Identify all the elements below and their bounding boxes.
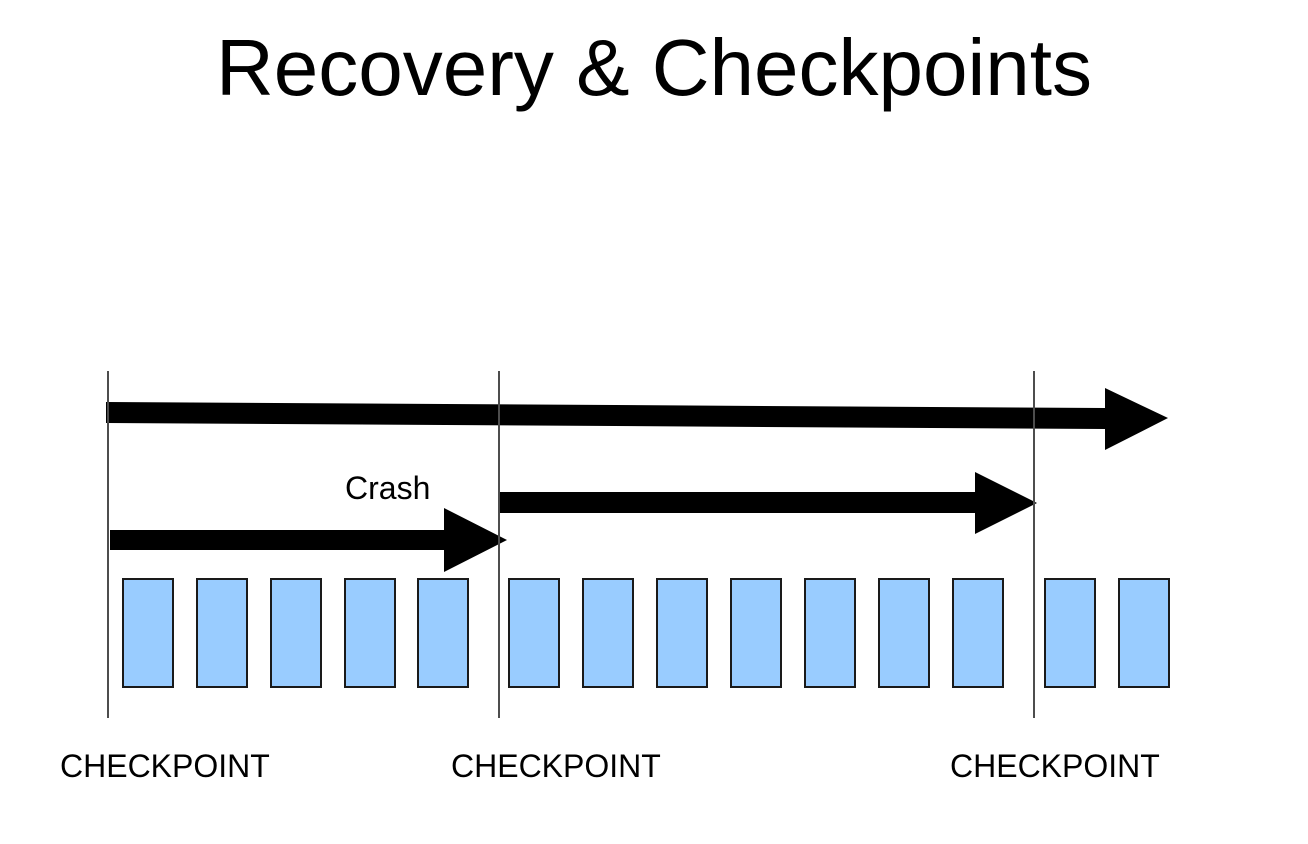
checkpoint-line-3: [1033, 371, 1035, 718]
checkpoint-label-3: CHECKPOINT: [950, 748, 1160, 784]
log-record: [344, 578, 396, 688]
log-record: [582, 578, 634, 688]
log-record: [122, 578, 174, 688]
full-recovery-arrow: [106, 388, 1168, 450]
log-record: [1044, 578, 1096, 688]
log-record: [804, 578, 856, 688]
log-record: [730, 578, 782, 688]
checkpoint-line-2: [498, 371, 500, 718]
log-record: [952, 578, 1004, 688]
log-record: [656, 578, 708, 688]
checkpoint-label-1: CHECKPOINT: [60, 748, 270, 784]
checkpoint-label-2: CHECKPOINT: [451, 748, 661, 784]
crash-label: Crash: [345, 470, 431, 506]
pre-crash-arrow: [110, 508, 507, 572]
log-record: [1118, 578, 1170, 688]
checkpoint-line-1: [107, 371, 109, 718]
log-record: [417, 578, 469, 688]
post-crash-recovery-arrow: [500, 472, 1037, 534]
log-record: [878, 578, 930, 688]
log-record: [270, 578, 322, 688]
log-record: [196, 578, 248, 688]
page-title: Recovery & Checkpoints: [216, 23, 1092, 112]
log-record: [508, 578, 560, 688]
